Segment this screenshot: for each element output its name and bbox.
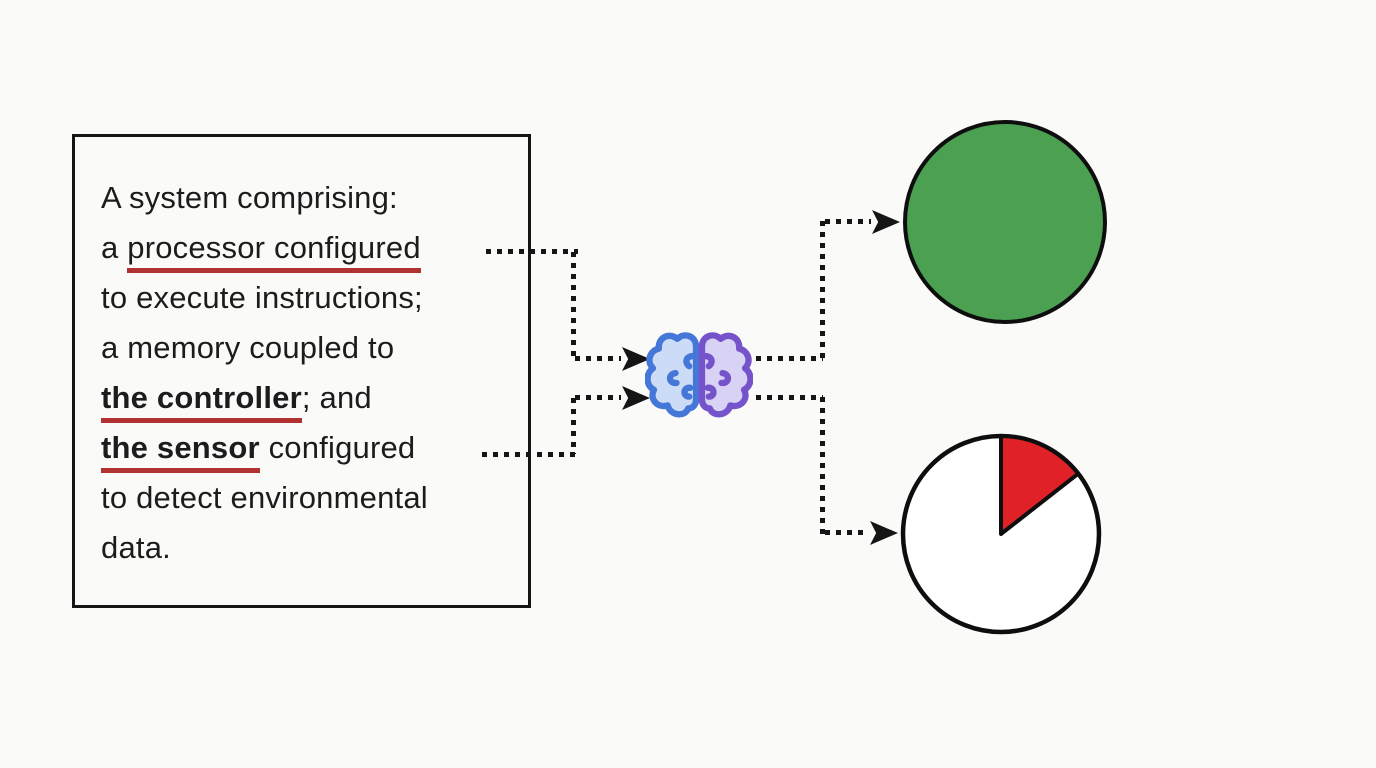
dotted-connector-sensor-h2 xyxy=(575,395,621,400)
claim-text-box: A system comprising: a processor configu… xyxy=(72,134,531,608)
claim-segment: to detect environmental xyxy=(101,480,428,515)
claim-segment: A system comprising: xyxy=(101,180,398,215)
dotted-connector-sensor-h1 xyxy=(482,452,578,457)
claim-line: A system comprising: xyxy=(101,173,531,223)
issue-outcome-pie xyxy=(900,433,1102,635)
dotted-connector-valid-v xyxy=(820,221,825,361)
dotted-connector-valid-h1 xyxy=(756,356,823,361)
claim-line: data. xyxy=(101,523,531,573)
claim-segment: to execute instructions; xyxy=(101,280,423,315)
dotted-connector-issue-v xyxy=(820,397,825,535)
dotted-connector-sensor-v xyxy=(571,398,576,454)
arrowhead-into-issue-circle-icon xyxy=(870,521,898,545)
claim-segment: a memory coupled to xyxy=(101,330,395,365)
claim-line: a processor configured xyxy=(101,223,531,273)
dotted-connector-issue-h1 xyxy=(756,395,823,400)
claim-segment: configured xyxy=(259,430,416,465)
arrowhead-into-valid-circle-icon xyxy=(872,210,900,234)
valid-outcome-circle xyxy=(903,120,1107,324)
brain-left-hemisphere xyxy=(645,332,700,418)
claim-line: to detect environmental xyxy=(101,473,531,523)
claim-segment-underlined: the controller xyxy=(101,380,302,423)
pie-slice xyxy=(999,434,1081,536)
claim-segment-underlined: the sensor xyxy=(101,430,260,473)
claim-segment-underlined: processor configured xyxy=(127,230,421,273)
dotted-connector-processor-h1 xyxy=(486,249,578,254)
dotted-connector-issue-h2 xyxy=(825,530,869,535)
dotted-connector-valid-h2 xyxy=(825,219,871,224)
claim-line: the sensor configured xyxy=(101,423,531,473)
claim-line: to execute instructions; xyxy=(101,273,531,323)
dotted-connector-processor-v xyxy=(571,252,576,360)
claim-text: A system comprising: a processor configu… xyxy=(101,173,531,573)
brain-right-hemisphere xyxy=(698,332,753,418)
claim-line: a memory coupled to xyxy=(101,323,531,373)
claim-segment: a xyxy=(101,230,128,265)
claim-segment: data. xyxy=(101,530,171,565)
dotted-connector-processor-h2 xyxy=(575,356,621,361)
brain-icon xyxy=(645,332,753,418)
claim-line: the controller; and xyxy=(101,373,531,423)
claim-segment: ; and xyxy=(301,380,372,415)
